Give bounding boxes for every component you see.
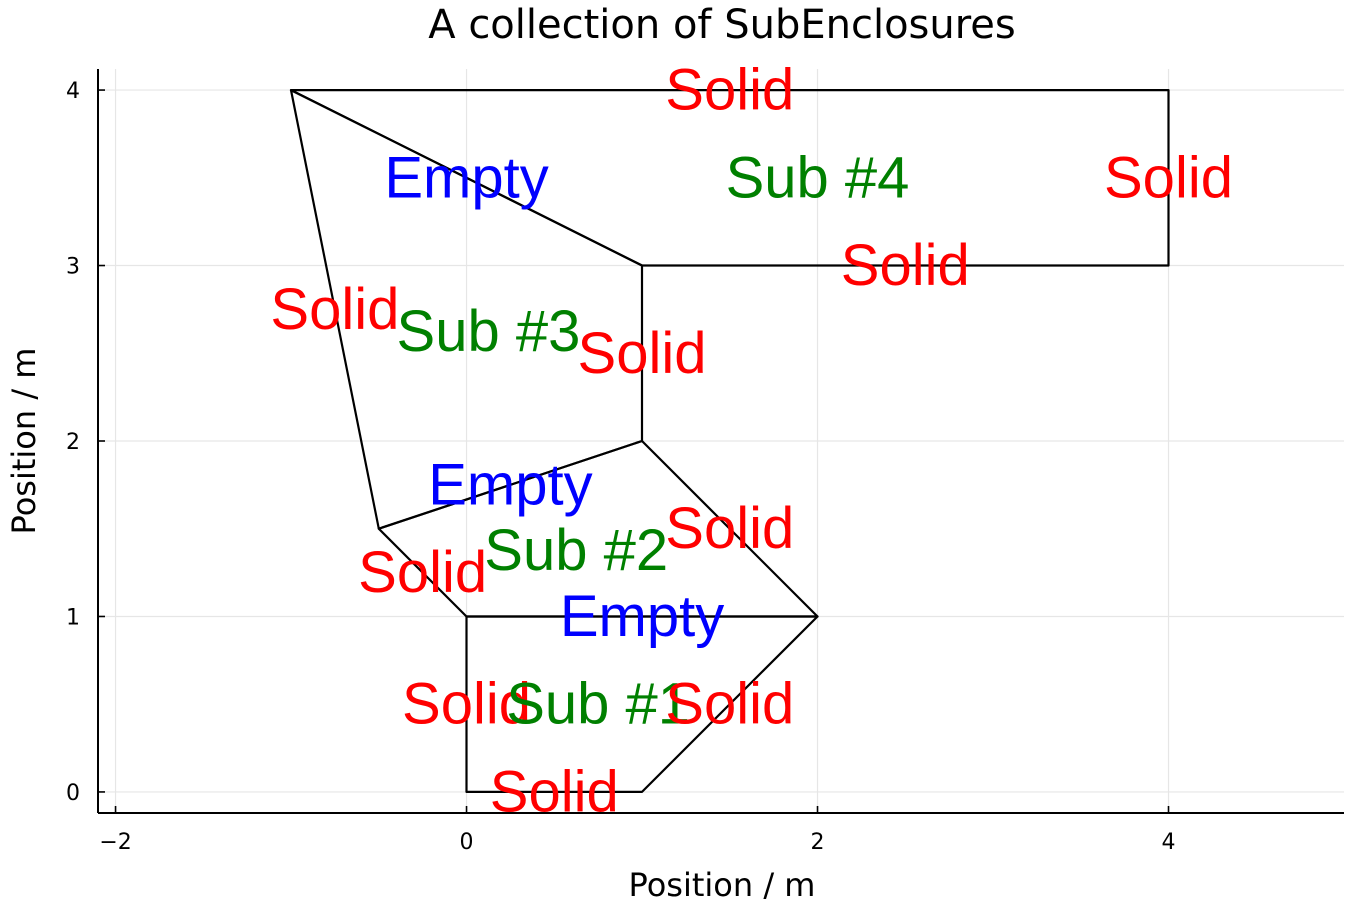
x-axis-label: Position / m [629, 866, 816, 904]
x-tick-label: 4 [1162, 830, 1176, 855]
subenclosure-outline-4 [289, 88, 1170, 267]
empty-label: Empty [384, 145, 548, 210]
solid-label: Solid [1104, 145, 1233, 210]
chart-title: A collection of SubEnclosures [428, 2, 1016, 48]
empty-label: Empty [560, 584, 724, 649]
solid-label: Solid [490, 759, 619, 824]
empty-label: Empty [428, 452, 592, 517]
solid-label: Solid [402, 672, 531, 737]
solid-label: Solid [665, 672, 794, 737]
y-tick-label: 1 [66, 605, 80, 630]
y-tick-label: 4 [66, 79, 80, 104]
x-tick-label: −2 [99, 830, 131, 855]
y-axis-label: Position / m [5, 348, 43, 535]
sub-label: Sub #4 [726, 145, 910, 210]
y-tick-label: 0 [66, 781, 80, 806]
sub-label: Sub #1 [506, 672, 690, 737]
axes: −2 0 2 4 0 1 2 3 4 [66, 69, 1344, 855]
solid-label: Solid [358, 540, 487, 605]
solid-label: Solid [665, 58, 794, 123]
sub-label: Sub #2 [484, 518, 668, 583]
y-tick-label: 3 [66, 255, 80, 280]
x-tick-label: 2 [811, 830, 825, 855]
enclosure-outlines [289, 88, 1170, 794]
x-tick-label: 0 [460, 830, 474, 855]
solid-label: Solid [841, 233, 970, 298]
solid-label: Solid [578, 321, 707, 386]
y-tick-label: 2 [66, 430, 80, 455]
solid-label: Solid [270, 277, 399, 342]
sub-label: Sub #3 [397, 299, 581, 364]
solid-label: Solid [665, 496, 794, 561]
